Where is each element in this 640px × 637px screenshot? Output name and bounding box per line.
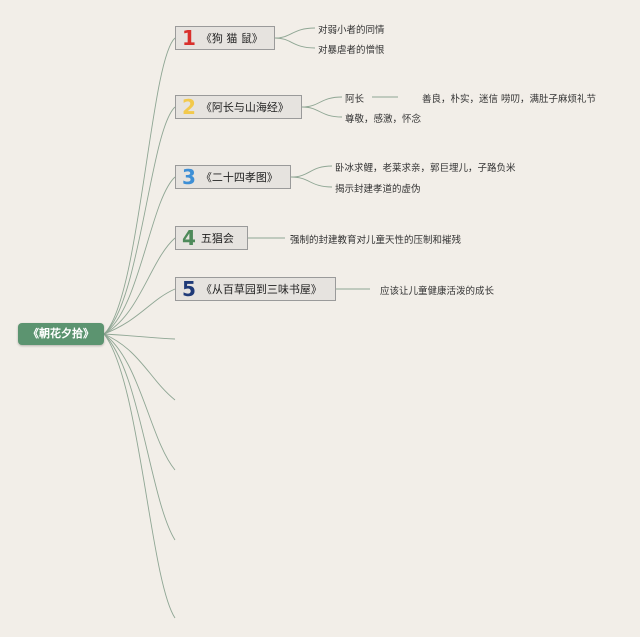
leaf-2-1-1[interactable]: 善良，朴实，迷信 唠叨，满肚子麻烦礼节 <box>422 94 597 105</box>
branch-number-3: 3 <box>182 165 196 189</box>
branch-title-1: 《狗 猫 鼠》 <box>200 32 263 45</box>
branch-node-1[interactable]: 1 《狗 猫 鼠》 <box>175 26 275 50</box>
leaf-5-1[interactable]: 应该让儿童健康活泼的成长 <box>380 286 495 297</box>
branch-number-2: 2 <box>182 95 196 119</box>
root-branch-lines <box>103 37 176 619</box>
branch-node-4[interactable]: 4 五猖会 <box>175 226 248 250</box>
branch-number-4: 4 <box>182 226 196 250</box>
leaf-3-2[interactable]: 揭示封建孝道的虚伪 <box>335 184 421 195</box>
branch-node-3[interactable]: 3 《二十四孝图》 <box>175 165 291 189</box>
leaf-2-2[interactable]: 尊敬，感激，怀念 <box>345 114 422 125</box>
branch-node-5[interactable]: 5 《从百草园到三味书屋》 <box>175 277 336 301</box>
leaf-3-1[interactable]: 卧冰求鲤，老莱求亲，郭巨埋儿，子路负米 <box>335 163 516 174</box>
branch-title-5: 《从百草园到三味书屋》 <box>200 283 322 296</box>
branch-number-1: 1 <box>182 26 196 50</box>
leaf-1-2[interactable]: 对暴虐者的憎恨 <box>318 45 385 56</box>
root-node[interactable]: 《朝花夕拾》 <box>18 323 104 345</box>
branch-title-4: 五猖会 <box>200 232 234 245</box>
branch-node-2[interactable]: 2 《阿长与山海经》 <box>175 95 302 119</box>
leaf-lines <box>248 27 398 290</box>
branch-title-2: 《阿长与山海经》 <box>200 101 289 114</box>
leaf-4-1[interactable]: 强制的封建教育对儿童天性的压制和摧残 <box>290 235 462 246</box>
branch-number-5: 5 <box>182 277 196 301</box>
leaf-2-1[interactable]: 阿长 <box>345 94 365 105</box>
leaf-1-1[interactable]: 对弱小者的同情 <box>318 25 385 36</box>
branch-title-3: 《二十四孝图》 <box>200 171 278 184</box>
